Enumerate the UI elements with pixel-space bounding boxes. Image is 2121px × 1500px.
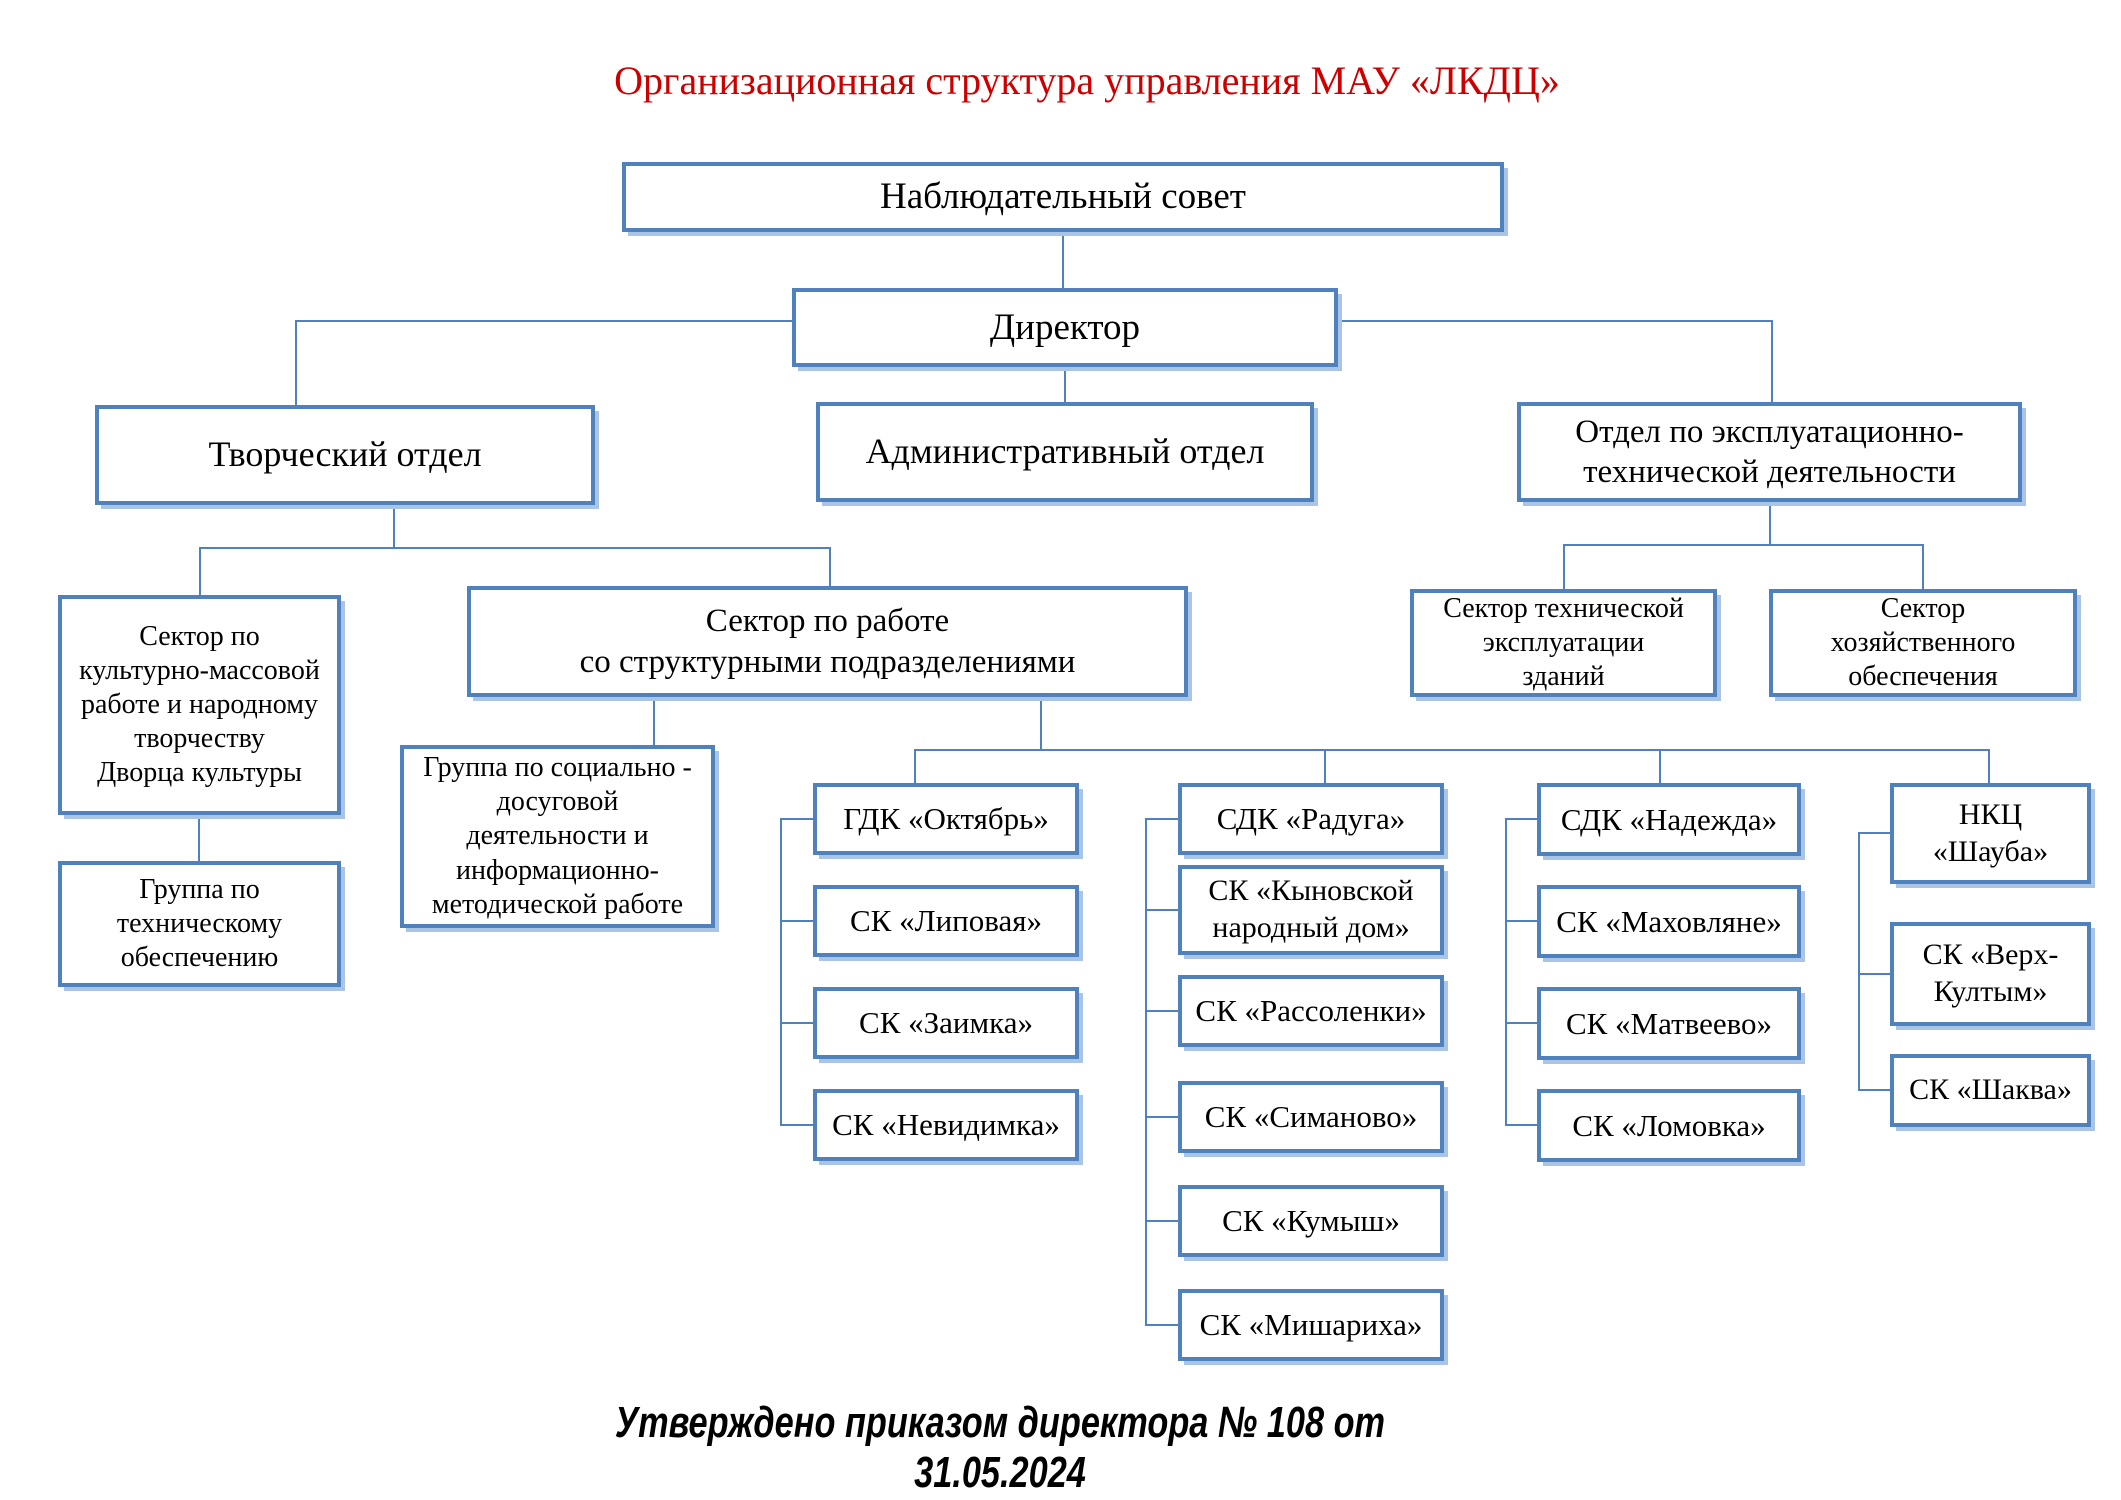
connector-line	[653, 697, 655, 745]
connector-line	[1040, 697, 1042, 751]
node-club-sk-misharikha: СК «Мишариха»	[1178, 1289, 1444, 1361]
connector-line	[1145, 818, 1178, 820]
node-sector-household: Сектор хозяйственного обеспечения	[1769, 589, 2077, 697]
connector-line	[1145, 909, 1178, 911]
connector-line	[1062, 232, 1064, 288]
connector-line	[914, 749, 1990, 751]
node-club-gdk-oktyabr: ГДК «Октябрь»	[813, 783, 1079, 855]
connector-line	[1858, 1089, 1890, 1091]
node-admin-dept: Административный отдел	[816, 402, 1314, 502]
connector-line	[1145, 818, 1147, 1326]
node-supervisory-board: Наблюдательный совет	[622, 162, 1504, 232]
chart-title: Организационная структура управления МАУ…	[614, 58, 1560, 103]
node-group-tech-support: Группа по техническому обеспечению	[58, 861, 341, 987]
connector-line	[1505, 920, 1537, 922]
connector-line	[1505, 1022, 1537, 1024]
node-club-sk-simanovo: СК «Симаново»	[1178, 1081, 1444, 1153]
connector-line	[780, 920, 813, 922]
connector-line	[198, 815, 200, 861]
node-director: Директор	[792, 288, 1338, 367]
connector-line	[1771, 320, 1773, 402]
approval-note: Утверждено приказом директора № 108 от 3…	[614, 1398, 1386, 1497]
node-club-sk-nevidimka: СК «Невидимка»	[813, 1089, 1079, 1161]
connector-line	[1145, 1116, 1178, 1118]
connector-line	[1064, 367, 1066, 402]
connector-line	[1505, 1124, 1537, 1126]
node-club-sdk-raduga: СДК «Радуга»	[1178, 783, 1444, 855]
connector-line	[199, 547, 201, 595]
node-club-nkc-shauba: НКЦ «Шауба»	[1890, 783, 2091, 884]
node-club-sk-lomovka: СК «Ломовка»	[1537, 1089, 1801, 1162]
node-club-sk-lipovaya: СК «Липовая»	[813, 885, 1079, 957]
node-club-sk-rassolenki: СК «Рассоленки»	[1178, 975, 1444, 1047]
node-club-sk-kumysh: СК «Кумыш»	[1178, 1185, 1444, 1257]
connector-line	[1338, 320, 1772, 322]
connector-line	[1145, 1220, 1178, 1222]
node-club-sk-verkh-kultym: СК «Верх- Култым»	[1890, 922, 2091, 1026]
connector-line	[1858, 973, 1890, 975]
node-maintenance-dept: Отдел по эксплуатационно- технической де…	[1517, 402, 2022, 502]
node-creative-dept: Творческий отдел	[95, 405, 595, 505]
connector-line	[199, 547, 830, 549]
connector-line	[780, 1022, 813, 1024]
node-sector-building-maintenance: Сектор технической эксплуатации зданий	[1410, 589, 1717, 697]
connector-line	[1563, 544, 1923, 546]
connector-line	[295, 320, 792, 322]
node-club-sdk-nadezhda: СДК «Надежда»	[1537, 783, 1801, 856]
connector-line	[1769, 502, 1771, 545]
connector-line	[1858, 832, 1890, 834]
node-sector-structural: Сектор по работе со структурными подразд…	[467, 586, 1188, 697]
node-group-social-leisure: Группа по социально - досуговой деятельн…	[400, 745, 715, 928]
node-club-sk-shakva: СК «Шаква»	[1890, 1054, 2091, 1127]
node-sector-cultural: Сектор по культурно-массовой работе и на…	[58, 595, 341, 815]
node-club-sk-kynovskoy: СК «Кыновской народный дом»	[1178, 865, 1444, 955]
connector-line	[1145, 1010, 1178, 1012]
node-club-sk-zaimka: СК «Заимка»	[813, 987, 1079, 1059]
connector-line	[1563, 544, 1565, 589]
connector-line	[829, 547, 831, 587]
connector-line	[1659, 749, 1661, 783]
connector-line	[780, 818, 813, 820]
connector-line	[914, 749, 916, 783]
connector-line	[393, 505, 395, 548]
connector-line	[780, 818, 782, 1126]
connector-line	[1505, 818, 1537, 820]
connector-line	[1922, 544, 1924, 589]
node-club-sk-matveevo: СК «Матвеево»	[1537, 987, 1801, 1060]
connector-line	[1505, 818, 1507, 1126]
connector-line	[1988, 749, 1990, 783]
node-club-sk-makhovlyane: СК «Маховляне»	[1537, 885, 1801, 958]
connector-line	[1145, 1324, 1178, 1326]
connector-line	[295, 320, 297, 405]
connector-line	[1858, 832, 1860, 1091]
connector-line	[1324, 749, 1326, 783]
connector-line	[780, 1124, 813, 1126]
